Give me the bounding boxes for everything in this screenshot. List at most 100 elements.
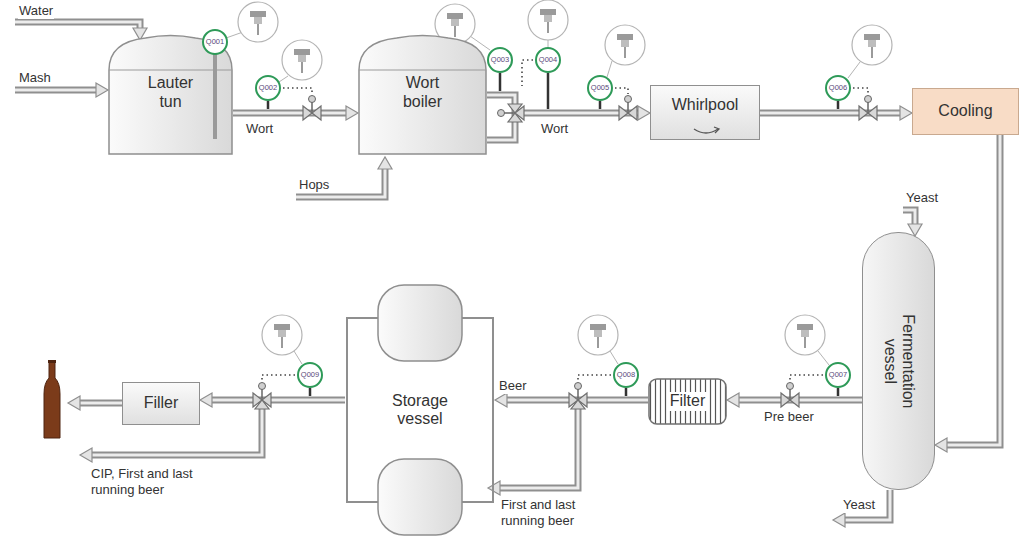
pipe-connector: [935, 135, 1000, 452]
vessel-label: Fermentation vessel: [880, 301, 917, 421]
stream-label: Water: [18, 3, 54, 19]
stream-label: Mash: [18, 70, 52, 86]
sensor-id: Q001: [206, 38, 224, 46]
inlet-pipes: [378, 157, 392, 169]
arrow-head: [935, 438, 947, 452]
vessel-label: Wort boiler: [391, 74, 455, 111]
arrow-head: [495, 393, 507, 407]
bottle: [48, 360, 56, 363]
inlet-pipes: [15, 87, 96, 94]
sensor-circle: Q002: [255, 75, 281, 101]
pipe-inner: [739, 399, 862, 402]
sensor-stem: [499, 73, 502, 91]
sensor-id: Q004: [539, 56, 557, 64]
signal-leader: [790, 375, 823, 381]
vessel-outline: [359, 36, 486, 155]
vessel-outline: [649, 379, 726, 424]
sensor-circle: Q006: [825, 75, 851, 101]
vessel-outline: [714, 127, 719, 133]
sensor-callout: [548, 40, 549, 47]
sensor-id: Q002: [259, 84, 277, 92]
stream-label: Beer: [498, 378, 527, 394]
inlet-pipes: [296, 169, 385, 197]
inlet-pipes: [903, 210, 915, 224]
sensor-circle: Q003: [487, 47, 513, 73]
sensor-id: Q008: [617, 371, 635, 379]
pipe-outer: [739, 397, 862, 404]
valve-symbol: [569, 383, 587, 410]
signal-leader: [615, 88, 628, 94]
bottle: [44, 362, 60, 438]
pipe-outer: [760, 110, 900, 117]
signal-leader: [262, 375, 295, 381]
process-box: Filter: [648, 378, 727, 425]
sensor-stem: [547, 73, 550, 109]
sensor-callout: [785, 315, 825, 355]
sensor-id: Q003: [491, 56, 509, 64]
vessel-outline: [378, 285, 462, 361]
vessel-outline: [359, 70, 486, 71]
sensor-callout: [848, 62, 860, 78]
sensor-callout: [528, 0, 568, 40]
valve-symbol: [619, 96, 637, 121]
sensor-stem: [599, 101, 602, 109]
pipe-inner: [212, 399, 345, 402]
outlet-pipes: [68, 396, 80, 410]
sensor-id: Q007: [829, 371, 847, 379]
stream-label: Yeast: [842, 497, 876, 513]
sensor-id: Q009: [301, 371, 319, 379]
process-box: Cooling: [912, 88, 1019, 135]
sensor-callout: [605, 25, 645, 65]
sensor-callout: [238, 2, 278, 42]
arrow-head: [638, 106, 650, 120]
inlet-pipes: [15, 89, 96, 92]
sensor-stem: [267, 101, 270, 109]
sensor-callout: [610, 351, 618, 364]
sensor-callout: [226, 32, 243, 38]
pipe-outer: [233, 110, 346, 117]
process-box: Whirlpool: [650, 85, 760, 140]
sensor-callout: [818, 351, 829, 365]
vessel-outline: [378, 459, 462, 535]
inlet-pipes: [903, 210, 915, 224]
sensor-id: Q005: [591, 84, 609, 92]
sensor-circle: Q008: [613, 362, 639, 388]
stream-label: CIP, First and last running beer: [90, 466, 217, 497]
sensor-stem: [837, 101, 840, 109]
inlet-pipes: [15, 22, 922, 236]
inlet-pipes: [15, 22, 140, 28]
stream-label: Hops: [298, 177, 330, 193]
valve-symbol: [859, 96, 877, 121]
pipe-connector: [200, 393, 345, 407]
vessel-label: Filler: [144, 394, 179, 412]
sensor-circle: Q005: [587, 75, 613, 101]
sensor-callout: [852, 25, 892, 65]
vessel-label: Storage vessel: [384, 392, 456, 429]
vessel-outline: [213, 54, 217, 139]
sensor-callout: [279, 76, 288, 82]
outlet-pipes: [80, 448, 92, 462]
outlet-pipes: [500, 400, 578, 488]
sensor-stem: [625, 388, 628, 396]
arrow-head: [900, 106, 912, 120]
arrow-head: [346, 106, 358, 120]
outlet-pipes: [80, 402, 122, 405]
sensor-circle: Q007: [825, 362, 851, 388]
vessel-label: Filter: [667, 392, 709, 410]
stream-label: Pre beer: [763, 409, 815, 425]
process-box: Storage vessel: [345, 283, 495, 537]
pipe-connector: [233, 106, 358, 120]
valve-symbol: [303, 96, 321, 121]
stream-label: First and last running beer: [500, 497, 612, 528]
pipe-inner: [233, 112, 346, 115]
sensor-circle: Q001: [202, 29, 228, 55]
outlet-pipes: [833, 513, 845, 527]
valve-symbol: [781, 383, 799, 408]
arrow-head: [727, 393, 739, 407]
pipe-inner: [760, 112, 900, 115]
sensor-stem: [309, 388, 312, 396]
inlet-pipes: [296, 169, 385, 197]
outlet-pipes: [80, 400, 122, 407]
sensor-callout: [578, 315, 618, 355]
